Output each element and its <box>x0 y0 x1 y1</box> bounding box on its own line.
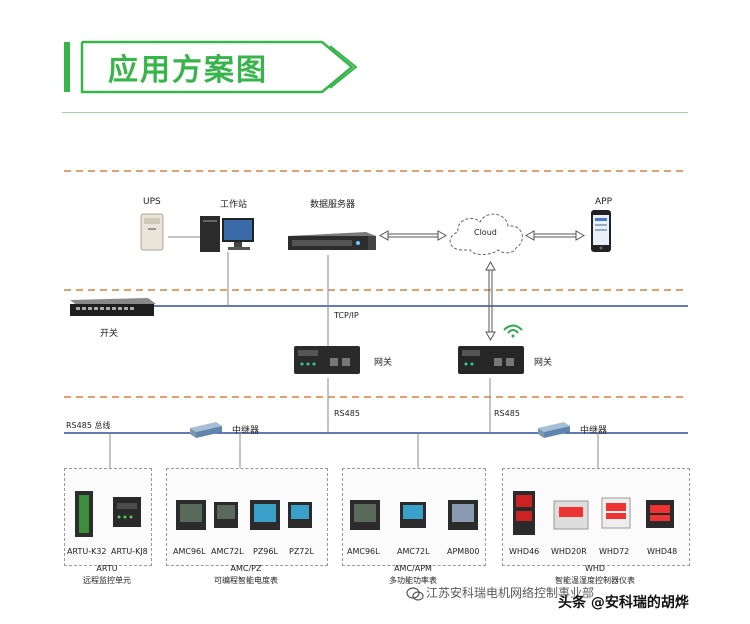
rs485-bus-label: RS485 总线 <box>66 421 111 430</box>
repeater-right-icon <box>538 422 570 438</box>
wifi-icon <box>503 324 523 338</box>
device-label: WHD72 <box>599 547 630 556</box>
pz72l-icon <box>288 502 312 528</box>
app-label: APP <box>595 197 613 207</box>
artu-kj8-icon <box>113 497 141 527</box>
device-label: APM800 <box>447 547 480 556</box>
repeater-right-label: 中继器 <box>580 426 608 436</box>
group-name: 多功能功率表 <box>389 576 437 585</box>
group-code: AMC/PZ <box>230 564 262 573</box>
group-code: WHD <box>584 564 606 573</box>
gateway-left-icon <box>294 346 360 374</box>
data-server-icon <box>288 232 376 250</box>
device-label: AMC96L <box>347 547 380 556</box>
apm800-icon <box>448 500 478 530</box>
amc72l-icon <box>400 502 426 528</box>
device-label: AMC96L <box>173 547 206 556</box>
device-label: PZ72L <box>289 547 314 556</box>
pz96l-icon <box>250 500 280 530</box>
watermark-line2: 头条 @安科瑞的胡烨 <box>558 595 689 611</box>
group-amc-apm: AMC96L AMC72L APM800 <box>342 468 486 566</box>
device-label: ARTU-KJ8 <box>111 547 148 556</box>
group-whd: WHD46 WHD20R WHD72 WHD48 <box>502 468 690 566</box>
artu-k32-icon <box>75 491 93 537</box>
wechat-icon <box>406 587 424 601</box>
device-label: PZ96L <box>253 547 278 556</box>
page-title: 应用方案图 <box>108 53 268 88</box>
ups-label: UPS <box>143 197 161 207</box>
title-divider <box>62 112 688 113</box>
cloud-icon <box>449 213 523 255</box>
device-label: ARTU-K32 <box>67 547 107 556</box>
device-label: WHD20R <box>551 547 587 556</box>
workstation-icon <box>200 216 254 252</box>
group-amc-pz: AMC96L AMC72L PZ96L PZ72L <box>166 468 328 566</box>
workstation-label: 工作站 <box>220 200 248 210</box>
amc96l-icon <box>350 500 380 530</box>
whd20r-icon <box>553 500 589 530</box>
rs485-right-label: RS485 <box>494 409 520 418</box>
group-name: 可编程智能电度表 <box>214 576 278 585</box>
group-artu: ARTU-K32 ARTU-KJ8 <box>64 468 152 566</box>
title-arrow-shape <box>64 40 358 94</box>
ups-icon <box>140 213 164 251</box>
gateway-left-label: 网关 <box>374 358 393 368</box>
rs485-left-label: RS485 <box>334 409 360 418</box>
device-label: WHD48 <box>647 547 678 556</box>
device-label: WHD46 <box>509 547 540 556</box>
gateway-right-icon <box>458 346 524 374</box>
repeater-left-icon <box>190 422 222 438</box>
tcpip-label: TCP/IP <box>334 311 359 320</box>
group-name: 智能温湿度控制器仪表 <box>555 576 635 585</box>
repeater-left-label: 中继器 <box>232 426 260 436</box>
device-label: AMC72L <box>211 547 244 556</box>
cloud-label: Cloud <box>474 228 497 237</box>
whd72-icon <box>601 497 631 529</box>
group-code: ARTU <box>96 564 118 573</box>
gateway-right-label: 网关 <box>534 358 553 368</box>
smartphone-icon <box>591 210 611 252</box>
watermark-line1: 江苏安科瑞电机网络控制事业部 <box>426 586 595 600</box>
whd48-icon <box>646 500 674 528</box>
switch-label: 开关 <box>100 329 119 339</box>
whd46-icon <box>513 491 535 535</box>
amc96l-icon <box>176 500 206 530</box>
amc72l-icon <box>214 502 238 528</box>
device-label: AMC72L <box>397 547 430 556</box>
network-switch-icon <box>70 298 156 316</box>
group-code: AMC/APM <box>394 564 432 573</box>
group-name: 远程监控单元 <box>83 576 131 585</box>
data-server-label: 数据服务器 <box>310 200 356 210</box>
